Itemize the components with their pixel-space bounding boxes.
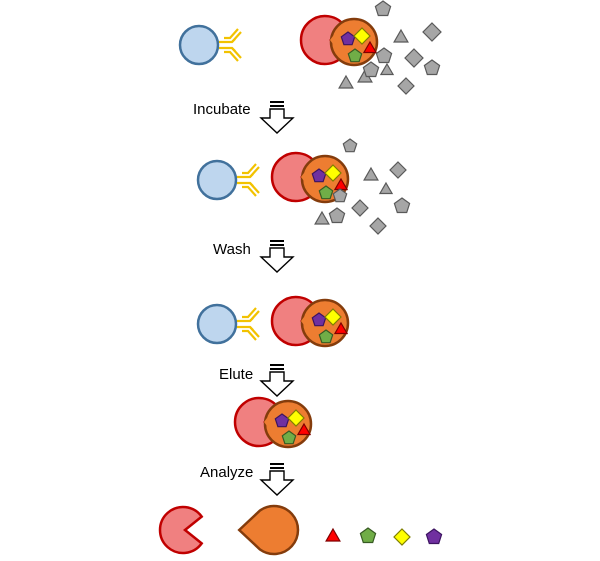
contaminant-diamond <box>370 218 386 234</box>
step-label-analyze: Analyze <box>200 464 253 481</box>
arrow-stripe <box>270 364 284 366</box>
separated-red-triangle <box>326 529 340 541</box>
arrow-stripe <box>270 101 284 103</box>
arrow-stripe <box>270 244 284 246</box>
down-arrow-icon <box>261 109 293 133</box>
antibody-chain <box>250 318 253 330</box>
contaminant-triangle <box>381 64 393 75</box>
step-label-elute: Elute <box>219 366 253 383</box>
contaminant-pentagon <box>363 62 378 77</box>
contaminant-triangle <box>380 183 392 194</box>
antibody <box>219 29 241 61</box>
wash-arrow <box>261 240 293 272</box>
contaminant-pentagon <box>394 198 409 213</box>
contaminant-pentagon <box>424 60 439 75</box>
step-label-wash: Wash <box>213 241 251 258</box>
contaminant-pentagon <box>343 139 356 152</box>
arrow-stripe <box>270 463 284 465</box>
bead <box>198 161 236 199</box>
contaminant-pentagon <box>375 1 390 16</box>
antibody-chain <box>250 174 253 186</box>
incubate-arrow <box>261 101 293 133</box>
separated-antigen <box>160 507 202 553</box>
antibody <box>237 164 259 196</box>
step-label-incubate: Incubate <box>193 101 251 118</box>
contaminant-diamond <box>398 78 414 94</box>
bead <box>198 305 236 343</box>
analyze-arrow <box>261 463 293 495</box>
contaminant-pentagon <box>376 48 391 63</box>
contaminant-pentagon <box>329 208 344 223</box>
antibody <box>237 308 259 340</box>
contaminant-triangle <box>394 30 408 42</box>
arrow-stripe <box>270 368 284 370</box>
arrow-stripe <box>270 467 284 469</box>
down-arrow-icon <box>261 248 293 272</box>
separated-purple-pentagon <box>426 529 441 544</box>
separated-yellow-diamond <box>394 529 410 545</box>
separated-green-pentagon <box>360 528 375 543</box>
down-arrow-icon <box>261 471 293 495</box>
contaminant-diamond <box>390 162 406 178</box>
contaminant-diamond <box>423 23 441 41</box>
contaminant-diamond <box>405 49 423 67</box>
contaminant-diamond <box>352 200 368 216</box>
contaminant-triangle <box>315 212 329 224</box>
antibody-chain <box>232 39 235 51</box>
separated-complex <box>239 506 298 554</box>
contaminant-triangle <box>339 76 353 88</box>
bead <box>180 26 218 64</box>
arrow-stripe <box>270 105 284 107</box>
down-arrow-icon <box>261 372 293 396</box>
arrow-stripe <box>270 240 284 242</box>
elute-arrow <box>261 364 293 396</box>
contaminant-triangle <box>364 168 378 180</box>
